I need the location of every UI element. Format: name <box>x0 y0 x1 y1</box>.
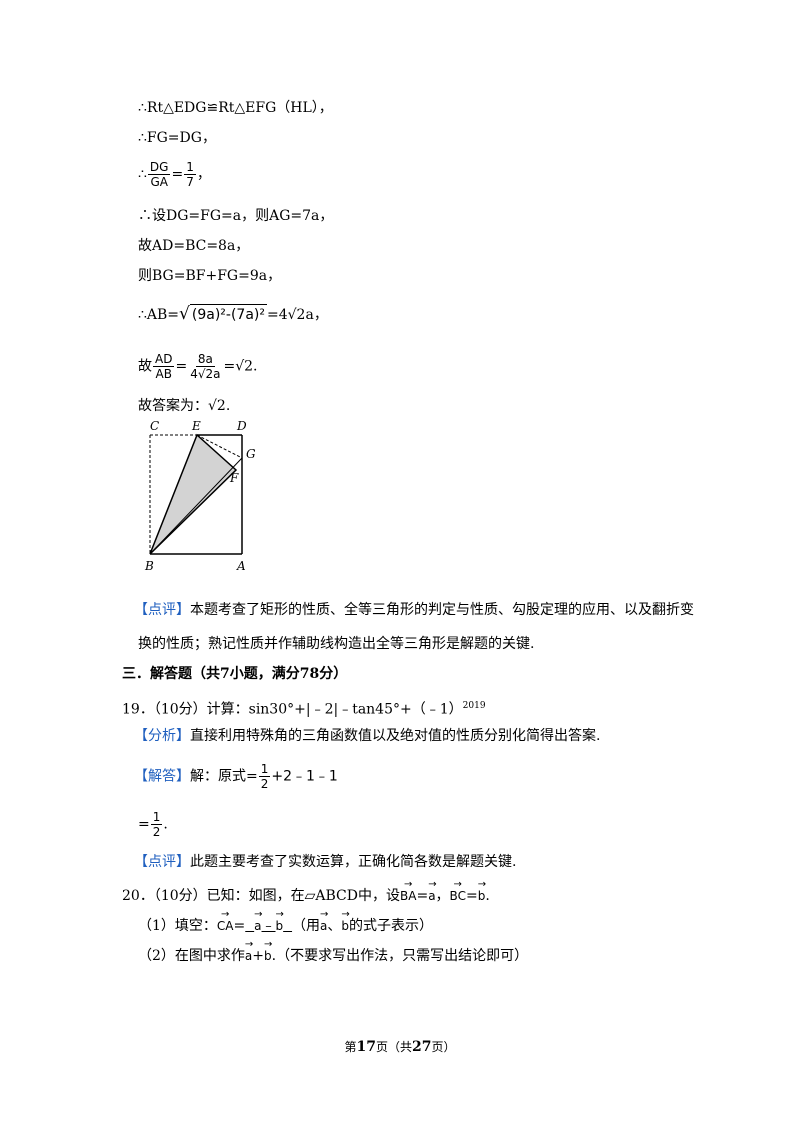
vector-bc: BC <box>450 875 467 906</box>
comment-tag: 【点评】 <box>134 854 190 870</box>
proof-line-1: ∴Rt△EDG≌Rt△EFG（HL）， <box>138 100 333 116</box>
label-d: D <box>236 419 247 433</box>
q19-comment: 【点评】此题主要考查了实数运算，正确化简各数是解题关键. <box>134 854 517 870</box>
analysis-tag: 【分析】 <box>134 728 190 744</box>
vector-ba: BA <box>400 875 417 906</box>
comment-1-line-1: 【点评】本题考查了矩形的性质、全等三角形的判定与性质、勾股定理的应用、以及翻折变 <box>134 602 694 618</box>
vector-a: a <box>428 875 436 906</box>
answer-blank: a﹣b <box>245 905 292 934</box>
vector-b: b <box>478 875 486 906</box>
label-e: E <box>191 419 201 433</box>
label-b: B <box>144 559 154 573</box>
q19-analysis: 【分析】直接利用特殊角的三角函数值以及绝对值的性质分别化简得出答案. <box>134 728 601 744</box>
q20-stem: 20．（10分）已知：如图，在▱ABCD中，设BA=a，BC=b. <box>122 875 490 906</box>
total-pages: 27 <box>412 1039 432 1055</box>
section-3-title: 三．解答题（共7小题，满分78分） <box>122 666 348 682</box>
vector-ca: CA <box>217 905 234 936</box>
label-g: G <box>246 447 256 461</box>
shaded-triangle <box>149 433 238 555</box>
q20-part-2: （2）在图中求作a+b.（不要求写出作法，只需写出结论即可） <box>138 935 528 966</box>
therefore: ∴ <box>138 166 147 183</box>
radical-sign: √ <box>179 304 190 324</box>
proof-line-5: 故AD=BC=8a， <box>138 238 250 254</box>
proof-line-4: ∴设DG=FG=a，则AG=7a， <box>138 208 334 224</box>
label-a: A <box>236 559 246 573</box>
q19-stem: 19．（10分）计算：sin30°+|﹣2|﹣tan45°+（﹣1）2019 <box>122 701 486 718</box>
proof-line-6: 则BG=BF+FG=9a， <box>138 268 282 284</box>
q20-part-1: （1）填空：CA= a﹣b （用a、b的式子表示） <box>138 905 433 936</box>
proof-line-2: ∴FG=DG， <box>138 130 216 146</box>
geometry-figure: C E D G F B A <box>144 419 256 573</box>
line-bg <box>149 457 243 555</box>
comment-tag: 【点评】 <box>134 602 190 618</box>
proof-line-7: ∴AB=√(9a)²-(7a)²=4√2a， <box>138 304 328 325</box>
solution-tag: 【解答】 <box>134 768 190 785</box>
comment-1-line-2: 换的性质；熟记性质并作辅助线构造出全等三角形是解题的关键. <box>138 636 535 652</box>
page-footer: 第17页（共27页） <box>344 1039 456 1055</box>
line-eg-dashed <box>196 434 243 459</box>
label-f: F <box>229 471 239 485</box>
radicand: (9a)²-(7a)² <box>189 304 267 325</box>
answer-line: 故答案为：√2. <box>138 398 231 414</box>
page-number: 17 <box>356 1039 376 1055</box>
label-c: C <box>150 419 159 433</box>
